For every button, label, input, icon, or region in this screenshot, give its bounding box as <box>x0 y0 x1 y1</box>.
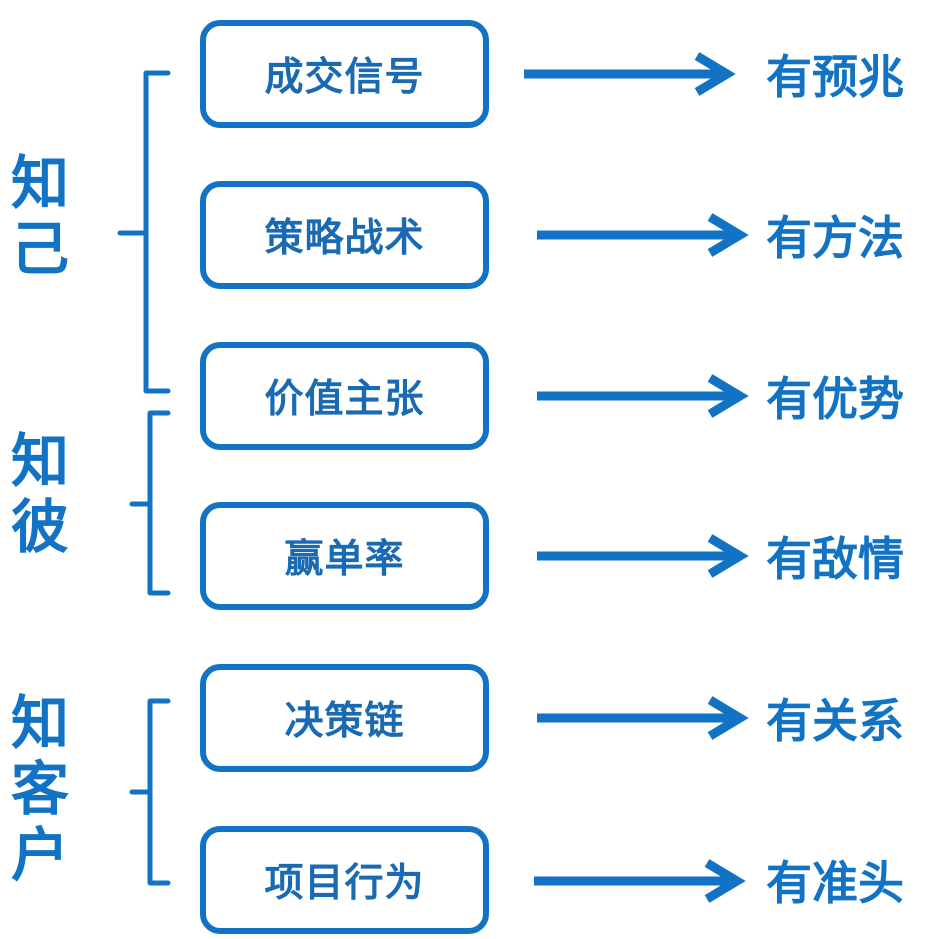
node-box-strategy-tactics: 策略战术 <box>200 181 489 289</box>
node-box-label: 赢单率 <box>284 537 405 582</box>
node-box-project-behavior: 项目行为 <box>200 826 489 934</box>
node-box-win-rate: 赢单率 <box>200 502 489 610</box>
node-box-value-proposition: 价值主张 <box>200 342 489 450</box>
node-box-label: 策略战术 <box>264 216 425 261</box>
arrow-row-2 <box>537 213 749 257</box>
node-box-deal-signal: 成交信号 <box>200 20 489 128</box>
bracket-know-self <box>117 70 171 394</box>
group-label-know-competitor: 知 彼 <box>10 427 69 561</box>
bracket-know-competitor <box>129 410 171 596</box>
result-label-advantage: 有优势 <box>766 372 904 426</box>
node-box-label: 价值主张 <box>264 377 425 422</box>
arrow-row-1 <box>524 52 736 96</box>
node-box-label: 项目行为 <box>264 861 425 906</box>
group-label-know-customer: 知 客 户 <box>10 689 69 889</box>
result-label-accuracy: 有准头 <box>766 856 904 910</box>
bracket-know-customer <box>129 698 171 886</box>
arrow-row-4 <box>537 534 749 578</box>
group-label-know-self: 知 己 <box>10 149 69 283</box>
result-label-enemy-intel: 有敌情 <box>766 532 904 586</box>
node-box-decision-chain: 决策链 <box>200 664 489 772</box>
arrow-row-3 <box>537 374 749 418</box>
node-box-label: 成交信号 <box>264 55 425 100</box>
result-label-relationship: 有关系 <box>766 694 904 748</box>
result-label-method: 有方法 <box>766 211 904 265</box>
node-box-label: 决策链 <box>284 699 405 744</box>
result-label-omen: 有预兆 <box>766 50 904 104</box>
arrow-row-6 <box>534 859 746 903</box>
arrow-row-5 <box>537 696 749 740</box>
